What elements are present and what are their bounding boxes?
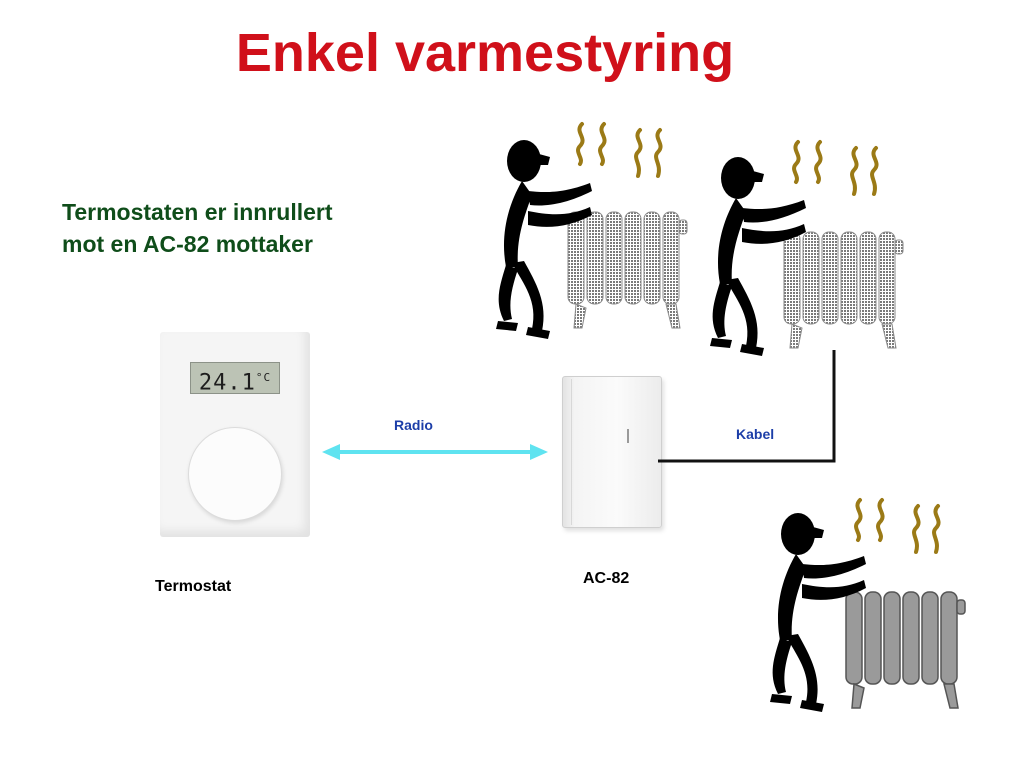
heat-wave-icon-2 xyxy=(794,142,877,194)
radiator-icon-2 xyxy=(784,232,903,348)
heat-wave-icon-3 xyxy=(856,500,939,552)
cable-line xyxy=(658,350,834,461)
radio-arrow xyxy=(322,444,548,460)
radiator-icon-3 xyxy=(846,592,965,708)
radiator-icon-1 xyxy=(568,212,687,328)
heat-wave-icon-1 xyxy=(578,124,661,176)
